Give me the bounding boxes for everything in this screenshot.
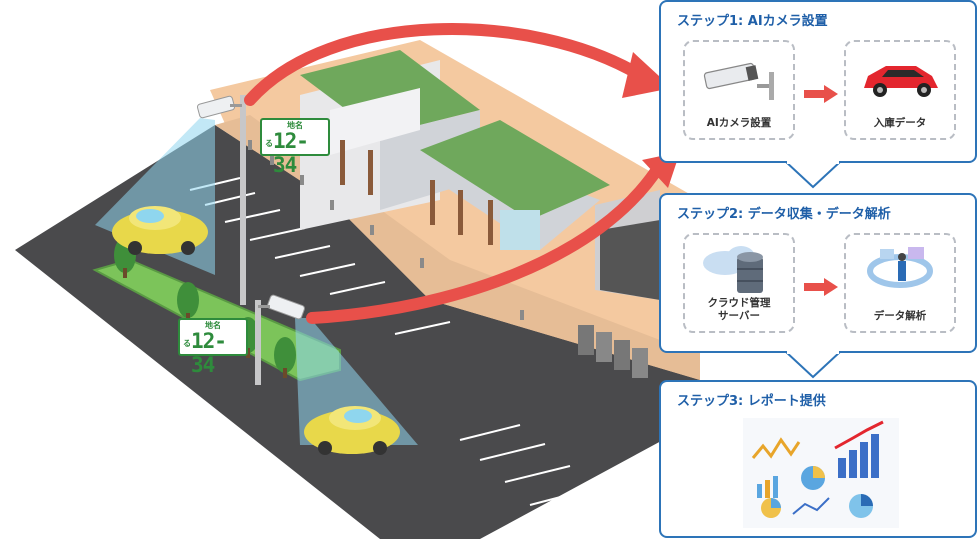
card-label: 入庫データ (873, 117, 927, 129)
step2-title: ステップ2: データ収集・データ解析 (677, 207, 891, 222)
step2-panel: ステップ2: データ収集・データ解析 クラウド管理 サーバー データ解析 (659, 193, 977, 353)
plate-kana: る (265, 139, 273, 148)
step1-pointer (785, 161, 841, 189)
parking-entry-card: 入庫データ (844, 40, 956, 140)
card-label: クラウド管理 サーバー (707, 297, 771, 322)
vending-machines (578, 325, 648, 378)
arrow-right-icon (804, 278, 838, 296)
report-charts-icon (743, 418, 899, 528)
step3-title: ステップ3: レポート提供 (677, 394, 826, 409)
curved-arrow-to-step1 (244, 23, 646, 106)
yellow-car-1 (112, 206, 208, 255)
plate-number: 12-34 (191, 329, 227, 377)
ai-camera-card: AIカメラ設置 (683, 40, 795, 140)
security-camera-icon (703, 62, 774, 100)
pole-camera-2 (258, 294, 305, 320)
curved-arrow-to-step2 (306, 159, 666, 324)
store-buildings (300, 50, 660, 300)
arrow-right-icon (804, 85, 838, 103)
step1-title: ステップ1: AIカメラ設置 (677, 14, 828, 29)
card-label: データ解析 (873, 310, 927, 322)
step1-panel: ステップ1: AIカメラ設置 AIカメラ設置 入庫データ (659, 0, 977, 163)
step2-pointer (785, 351, 841, 379)
camera-pole-2 (255, 300, 261, 385)
data-analysis-icon (867, 247, 933, 288)
camera-beam-2 (295, 318, 418, 445)
camera-pole-1 (240, 95, 246, 305)
card-label: AIカメラ設置 (706, 117, 772, 129)
red-car-icon (864, 66, 938, 97)
plate-area-name: 地名 (287, 121, 303, 130)
plate-area-name: 地名 (205, 321, 221, 330)
license-plate-2: 地名 る 12-34 (178, 318, 248, 377)
plate-kana: る (183, 339, 191, 348)
pole-camera-1 (196, 95, 242, 119)
cloud-server-card: クラウド管理 サーバー (683, 233, 795, 333)
cloud-server-icon (703, 246, 763, 293)
plate-number: 12-34 (273, 129, 309, 177)
license-plate-1: 地名 る 12-34 (260, 118, 330, 177)
data-analysis-card: データ解析 (844, 233, 956, 333)
yellow-car-2 (304, 406, 400, 455)
step3-panel: ステップ3: レポート提供 (659, 380, 977, 538)
